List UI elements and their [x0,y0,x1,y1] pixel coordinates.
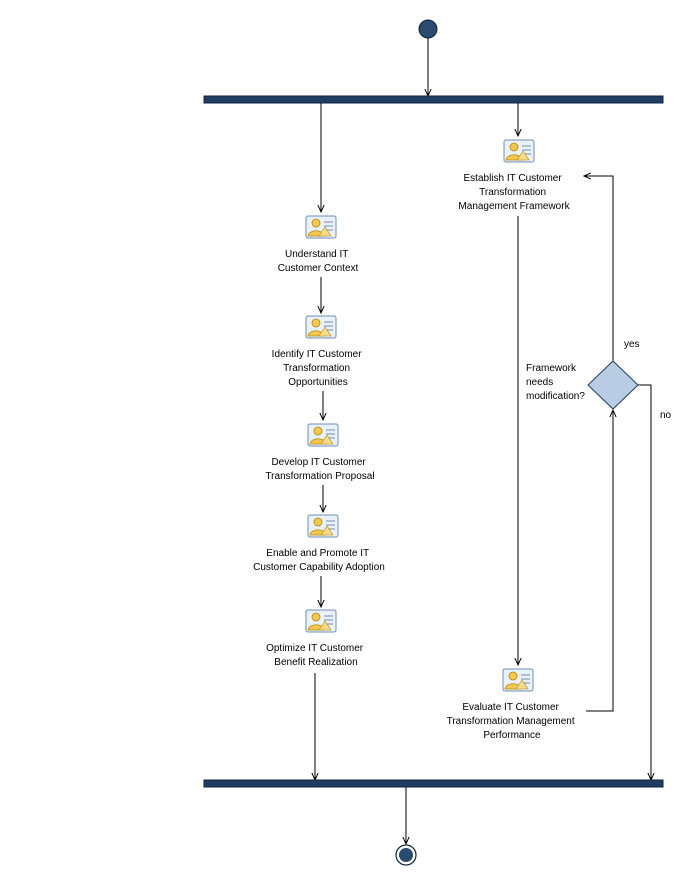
svg-text:Develop IT Customer Tran: Develop IT Customer Transformation Propo… [265,457,374,482]
activity-identify: Identify IT Customer Transformation Oppo… [272,315,365,388]
flow-decision-yes-to-establish [584,176,614,361]
svg-text:Enable and Promote IT Cu: Enable and Promote IT Customer Capabilit… [253,548,385,573]
svg-text:Identify IT Customer Tra: Identify IT Customer Transformation Oppo… [272,349,365,388]
initial-node [418,19,438,39]
final-node [399,848,413,862]
decision-yes-label: yes [624,339,640,350]
activity-icon [305,609,337,633]
svg-text:Establish IT Customer Tr: Establish IT Customer Transformation Man… [458,173,570,212]
activity-icon [305,215,337,239]
activity-icon [307,423,339,447]
activity-enable: Enable and Promote IT Customer Capabilit… [253,514,385,573]
decision-question: Framework needs modification? [526,363,585,402]
activity-icon [305,315,337,339]
activity-evaluate: Evaluate IT Customer Transformation Mana… [447,668,578,741]
decision-no-label: no [660,410,672,421]
svg-text:Understand IT Customer C: Understand IT Customer Context [278,249,359,274]
activity-icon [503,139,535,163]
fork-bar [203,95,664,104]
activity-develop: Develop IT Customer Transformation Propo… [265,423,375,482]
activity-icon [502,668,534,692]
svg-text:Evaluate IT Customer Tra: Evaluate IT Customer Transformation Mana… [447,702,578,741]
flow-decision-no-to-join [638,384,651,780]
activity-optimize: Optimize IT Customer Benefit Realization [266,609,366,668]
activity-understand: Understand IT Customer Context [278,215,359,274]
join-bar [203,779,664,788]
svg-text:Optimize IT Customer Ben: Optimize IT Customer Benefit Realization [266,643,366,668]
activity-establish: Establish IT Customer Transformation Man… [458,139,571,212]
activity-icon [307,514,339,538]
decision-diamond [587,360,639,410]
flow-evaluate-to-decision [586,410,613,712]
